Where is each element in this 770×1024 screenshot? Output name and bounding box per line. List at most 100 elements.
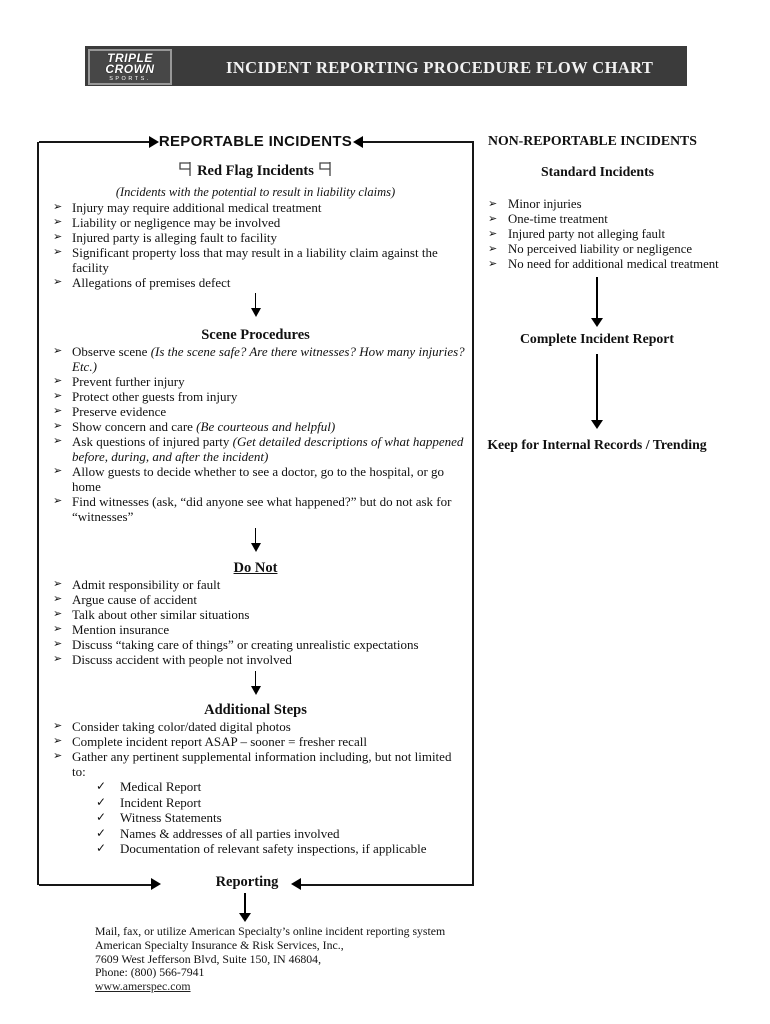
check-icon: ✓: [96, 779, 107, 793]
logo-line2: CROWN: [105, 61, 155, 76]
bullet-icon: ➢: [53, 276, 63, 288]
header-bar: TRIPLE CROWN SPORTS. INCIDENT REPORTING …: [85, 46, 687, 86]
list-item: ➢Show concern and care (Be courteous and…: [53, 419, 336, 434]
list-item: ➢Gather any pertinent supplemental infor…: [53, 749, 452, 779]
bullet-icon: ➢: [53, 623, 63, 635]
list-item: ➢Complete incident report ASAP – sooner …: [53, 734, 367, 749]
bullet-icon: ➢: [53, 201, 63, 213]
list-item: ➢Mention insurance: [53, 622, 170, 637]
bullet-icon: ➢: [53, 593, 63, 605]
bullet-icon: ➢: [53, 465, 63, 477]
do-not-list: ➢Admit responsibility or fault ➢Argue ca…: [43, 577, 468, 667]
bullet-icon: ➢: [53, 390, 63, 402]
bullet-icon: ➢: [53, 216, 63, 228]
list-item: ➢Injured party is alleging fault to faci…: [53, 230, 278, 245]
arrow-down: [591, 277, 603, 327]
bullet-icon: ➢: [53, 578, 63, 590]
reportable-incidents-title: REPORTABLE INCIDENTS: [158, 133, 353, 150]
standard-incidents-list: ➢Minor injuries ➢One-time treatment ➢Inj…: [482, 197, 732, 272]
list-item: ➢Allegations of premises defect: [53, 275, 231, 290]
list-item: ➢Argue cause of accident: [53, 592, 198, 607]
check-icon: ✓: [96, 794, 107, 809]
connector-line: [363, 141, 474, 143]
list-item: ➢Prevent further injury: [53, 374, 185, 389]
bullet-icon: ➢: [53, 246, 63, 258]
list-item: ➢Preserve evidence: [53, 404, 167, 419]
bullet-icon: ➢: [488, 213, 498, 225]
arrow-down: [591, 354, 603, 429]
arrow-down: [239, 893, 251, 922]
list-item: ✓Witness Statements: [96, 810, 222, 825]
connector-line: [301, 884, 474, 886]
list-item: ✓Medical Report: [96, 779, 202, 794]
list-item: ➢No need for additional medical treatmen…: [488, 257, 719, 271]
arrow-right-icon: [151, 878, 161, 890]
red-flag-list: ➢Injury may require additional medical t…: [43, 200, 468, 290]
connector-line: [39, 141, 149, 143]
flag-icon: [179, 162, 191, 176]
list-item: ➢Injured party not alleging fault: [488, 227, 666, 241]
bullet-icon: ➢: [53, 435, 63, 447]
keep-internal-records-node: Keep for Internal Records / Trending: [487, 437, 707, 452]
check-icon: ✓: [96, 841, 107, 855]
bullet-icon: ➢: [488, 228, 498, 240]
connector-line: [39, 884, 151, 886]
footer-line: 7609 West Jefferson Blvd, Suite 150, IN …: [95, 951, 322, 966]
footer-line: American Specialty Insurance & Risk Serv…: [95, 937, 344, 952]
list-item: ➢Observe scene (Is the scene safe? Are t…: [53, 344, 465, 374]
list-item: ➢Injury may require additional medical t…: [53, 200, 322, 215]
list-item: ➢Significant property loss that may resu…: [53, 245, 438, 275]
red-flag-title: Red Flag Incidents: [197, 163, 314, 179]
bullet-icon: ➢: [53, 345, 63, 357]
list-item: ➢Ask questions of injured party (Get det…: [53, 434, 464, 464]
bullet-icon: ➢: [53, 405, 63, 417]
additional-steps-title: Additional Steps: [204, 702, 307, 718]
bullet-icon: ➢: [53, 653, 63, 665]
bullet-icon: ➢: [53, 638, 63, 650]
list-item: ➢Consider taking color/dated digital pho…: [53, 719, 291, 734]
logo-line1: TRIPLE: [107, 50, 153, 65]
complete-incident-report-node: Complete Incident Report: [519, 331, 675, 346]
bullet-icon: ➢: [53, 375, 63, 387]
list-item: ➢Discuss “taking care of things” or crea…: [53, 637, 419, 652]
list-item: ➢Liability or negligence may be involved: [53, 215, 281, 230]
additional-steps-list: ➢Consider taking color/dated digital pho…: [43, 719, 468, 779]
arrow-down: [43, 528, 468, 552]
bullet-icon: ➢: [53, 420, 63, 432]
list-item: ✓Names & addresses of all parties involv…: [96, 825, 340, 841]
list-item: ➢Admit responsibility or fault: [53, 577, 221, 592]
red-flag-heading: Red Flag Incidents: [43, 161, 468, 180]
flag-icon: [319, 162, 331, 176]
list-item: ➢Find witnesses (ask, “did anyone see wh…: [53, 494, 452, 524]
list-item: ✓Documentation of relevant safety inspec…: [96, 841, 427, 856]
arrow-right-icon: [149, 136, 159, 148]
arrow-left-icon: [353, 136, 363, 148]
reporting-title: Reporting: [215, 874, 279, 890]
reportable-box: Red Flag Incidents (Incidents with the p…: [37, 142, 474, 885]
list-item: ➢Discuss accident with people not involv…: [53, 652, 292, 667]
bullet-icon: ➢: [488, 198, 498, 210]
bullet-icon: ➢: [53, 720, 63, 732]
list-item: ➢No perceived liability or negligence: [488, 242, 693, 256]
do-not-title: Do Not: [233, 560, 278, 576]
triple-crown-logo: TRIPLE CROWN SPORTS.: [88, 49, 172, 85]
bullet-icon: ➢: [53, 495, 63, 507]
bullet-icon: ➢: [53, 750, 63, 762]
list-item: ✓Incident Report: [96, 794, 202, 810]
list-item: ➢Minor injuries: [488, 197, 582, 211]
bullet-icon: ➢: [53, 735, 63, 747]
bullet-icon: ➢: [488, 258, 498, 270]
standard-incidents-title: Standard Incidents: [540, 164, 655, 179]
arrow-left-icon: [291, 878, 301, 890]
bullet-icon: ➢: [53, 231, 63, 243]
supplemental-checklist: ✓Medical Report ✓Incident Report ✓Witnes…: [43, 779, 468, 857]
footer-address: Mail, fax, or utilize American Specialty…: [95, 924, 446, 994]
arrow-down: [43, 293, 468, 317]
check-icon: ✓: [96, 810, 107, 824]
amerspec-link[interactable]: www.amerspec.com: [95, 979, 191, 994]
footer-line: Mail, fax, or utilize American Specialty…: [95, 924, 446, 938]
bullet-icon: ➢: [488, 243, 498, 255]
logo-line3: SPORTS.: [109, 75, 151, 82]
list-item: ➢Protect other guests from injury: [53, 389, 238, 404]
